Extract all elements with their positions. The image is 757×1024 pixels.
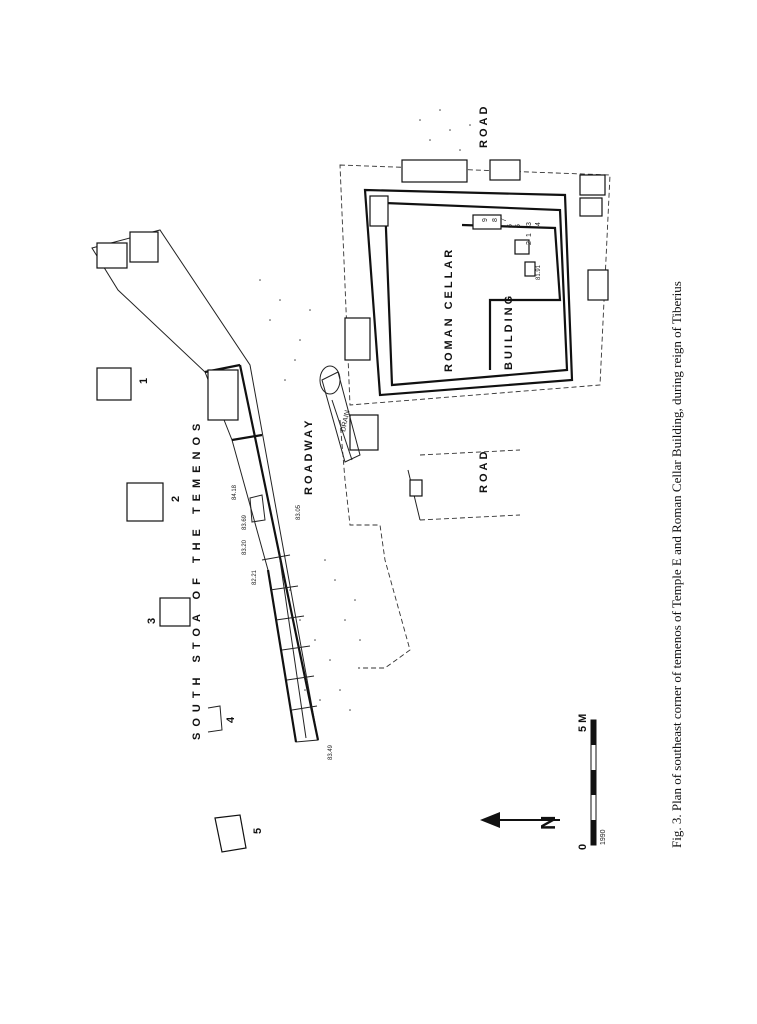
room-number-2: 2 bbox=[526, 241, 533, 245]
north-label: N bbox=[538, 816, 560, 830]
room-number-1: 1 bbox=[526, 233, 533, 237]
road-features bbox=[319, 365, 521, 669]
roadway-label: ROADWAY bbox=[303, 418, 315, 495]
drain-label: DRAIN bbox=[340, 410, 351, 433]
scale-bar: 0 5 M 1990 bbox=[577, 714, 607, 850]
room-number-6: 6 bbox=[507, 224, 514, 228]
scale-credit: 1990 bbox=[600, 829, 607, 845]
elevation-83-05: 83.05 bbox=[296, 504, 302, 520]
monument-1-block bbox=[96, 367, 132, 401]
room-number-3: 3 bbox=[526, 222, 533, 226]
scale-end-label: 5 M bbox=[577, 714, 589, 732]
monument-number-3: 3 bbox=[146, 618, 158, 624]
monument-2-block bbox=[126, 482, 164, 522]
road-mid-label: ROAD bbox=[478, 449, 490, 493]
stoa-stippling bbox=[259, 109, 471, 711]
room-number-8: 8 bbox=[492, 218, 499, 222]
north-arrow: N bbox=[480, 812, 560, 830]
road-top-label: ROAD bbox=[478, 104, 490, 148]
room-number-9: 9 bbox=[482, 218, 489, 222]
stoa-label: SOUTH STOA OF THE TEMENOS bbox=[191, 418, 203, 740]
cellar-label-line1: ROMAN CELLAR bbox=[443, 247, 455, 372]
monument-4-block bbox=[207, 705, 223, 733]
monument-number-1: 1 bbox=[138, 378, 150, 384]
monument-number-2: 2 bbox=[170, 496, 182, 502]
room-number-4: 4 bbox=[535, 222, 542, 226]
cellar-label-line2: BUILDING bbox=[503, 293, 515, 370]
monument-number-5: 5 bbox=[252, 828, 264, 834]
elevation-81-91: 81.91 bbox=[536, 264, 542, 280]
figure-caption: Fig. 3. Plan of southeast corner of teme… bbox=[669, 281, 684, 848]
elevation-83-49: 83.49 bbox=[328, 744, 334, 760]
elevation-84-18: 84.18 bbox=[232, 484, 238, 500]
elevation-82-21: 82.21 bbox=[252, 569, 258, 585]
elevation-83-69: 83.69 bbox=[242, 514, 248, 530]
stoa-walls bbox=[91, 229, 320, 743]
monument-number-4: 4 bbox=[225, 716, 237, 723]
scale-start-label: 0 bbox=[577, 844, 589, 850]
elevation-83-20: 83.20 bbox=[242, 539, 248, 555]
cellar-building-walls bbox=[339, 159, 611, 451]
room-number-5: 5 bbox=[515, 224, 522, 228]
monuments bbox=[96, 367, 247, 853]
monument-3-block bbox=[159, 597, 191, 627]
monument-5-block bbox=[214, 814, 247, 853]
room-number-7: 7 bbox=[501, 218, 508, 222]
